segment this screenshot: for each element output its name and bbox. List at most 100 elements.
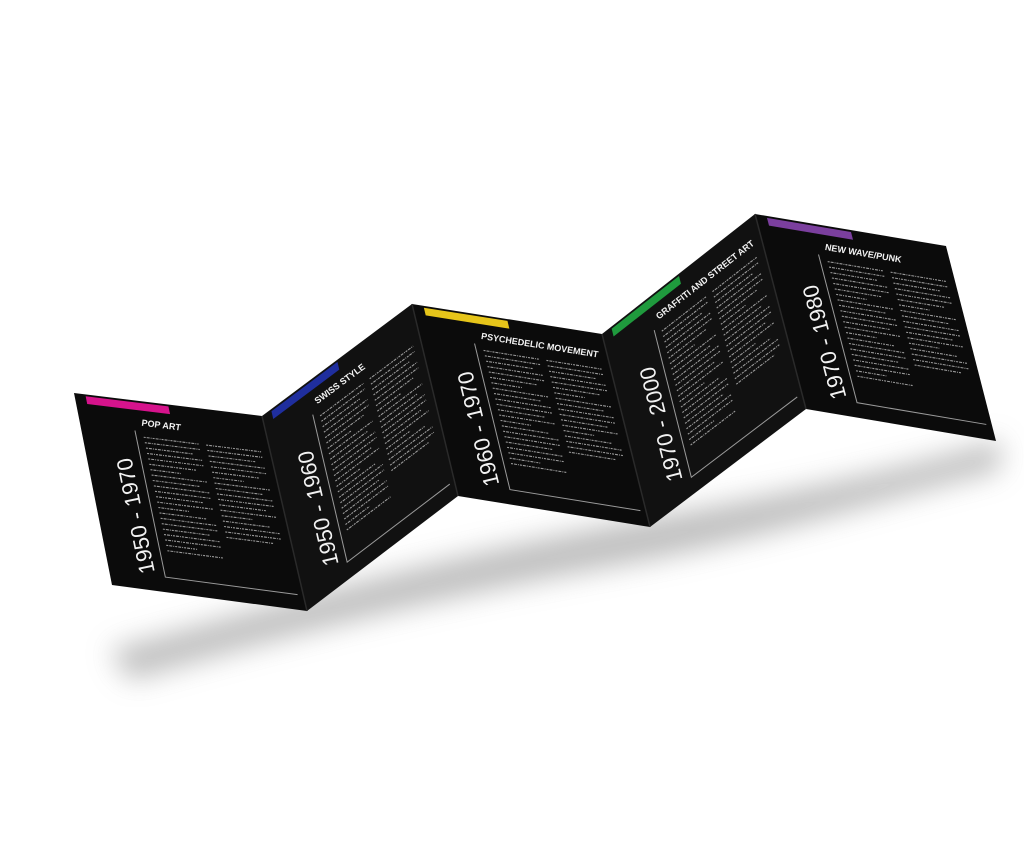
body-text-line [491, 382, 522, 389]
body-text-line [499, 414, 555, 425]
body-text-line [831, 277, 888, 288]
panel-body-text [483, 349, 624, 474]
body-text-line [827, 261, 884, 272]
body-text-line [675, 350, 721, 386]
body-text-line [720, 304, 746, 325]
body-text-line [558, 408, 614, 419]
body-text-line [903, 320, 959, 332]
accent-bar-yellow [423, 307, 510, 329]
panel-body-text [143, 436, 282, 559]
body-text-line [379, 393, 418, 423]
body-text-line [567, 446, 624, 457]
body-text-line [214, 482, 270, 491]
body-text-line [377, 392, 402, 412]
body-text-line [490, 376, 538, 386]
body-text-line [898, 304, 930, 311]
body-text-line [388, 426, 433, 461]
body-text-line [846, 332, 877, 339]
body-text-line [896, 293, 952, 304]
body-text-line [224, 525, 280, 535]
body-text-line [160, 517, 217, 527]
body-text-line [329, 431, 368, 460]
body-text-line [226, 536, 275, 545]
body-text-line [148, 458, 204, 467]
body-text-line [157, 501, 213, 510]
panel-body-text [661, 256, 781, 446]
body-text-line [554, 392, 585, 399]
body-text-line [717, 278, 764, 314]
body-text-line [671, 334, 717, 370]
body-text-line [326, 414, 364, 444]
body-text-line [834, 288, 882, 298]
body-text-line [221, 515, 253, 521]
body-text-line [371, 361, 410, 391]
body-text-line [154, 490, 211, 499]
body-text-line [683, 383, 730, 419]
body-text-line [560, 419, 609, 428]
body-text-line [373, 361, 418, 396]
body-text-line [483, 349, 539, 360]
frame-rule [474, 343, 641, 512]
body-text-line [206, 444, 262, 453]
body-text-line [319, 382, 364, 417]
body-text-line [496, 403, 553, 414]
body-text-line [484, 355, 541, 366]
panel-body-text [319, 345, 435, 531]
frame-rule [653, 330, 798, 479]
body-text-line [166, 544, 198, 550]
body-text-line [735, 354, 775, 385]
body-text-line [504, 436, 561, 447]
body-text-line [668, 328, 707, 359]
body-text-line [337, 463, 376, 493]
body-text-line [324, 404, 370, 439]
body-text-line [719, 289, 758, 320]
body-text-line [664, 312, 703, 343]
body-text-line [546, 359, 602, 370]
body-text-line [375, 377, 414, 407]
body-text-line [562, 424, 618, 435]
body-text-line [342, 480, 387, 515]
ground-shadow [110, 440, 1000, 680]
body-text-line [724, 305, 771, 342]
body-text-line [158, 506, 190, 512]
body-text-line [335, 447, 380, 482]
body-text-line [163, 533, 221, 543]
body-text-line [508, 452, 564, 463]
body-text-line [151, 474, 207, 483]
body-text-line [564, 435, 613, 445]
body-text-line [851, 353, 899, 363]
body-text-line [506, 446, 563, 457]
accent-bar-purple [766, 217, 854, 240]
body-text-line [673, 345, 720, 381]
body-text-line [733, 338, 779, 374]
body-text-line [911, 353, 968, 364]
body-text-line [346, 496, 391, 531]
body-text-line [501, 425, 550, 434]
body-text-line [728, 322, 775, 358]
body-text-line [680, 377, 720, 408]
body-text-line [914, 364, 962, 374]
body-text-line [497, 409, 546, 418]
body-text-line [340, 469, 385, 504]
body-text-line [837, 299, 893, 310]
body-text-line [713, 262, 759, 298]
body-text-line [721, 294, 768, 331]
body-text-line [165, 539, 222, 548]
body-text-line [156, 496, 204, 504]
body-text-line [550, 376, 606, 386]
body-text-line [893, 282, 941, 292]
body-text-line [723, 305, 763, 336]
body-text-line [500, 419, 532, 426]
body-text-line [661, 296, 707, 332]
body-text-line [383, 409, 422, 439]
body-text-line [341, 479, 380, 509]
body-text-line [153, 485, 210, 494]
body-text-line [727, 321, 767, 353]
panel-title: POP ART [141, 418, 182, 433]
body-text-line [209, 460, 265, 469]
body-text-line [225, 531, 282, 540]
body-text-line [328, 420, 373, 455]
body-text-line [672, 344, 712, 376]
body-text-line [906, 331, 954, 341]
body-text-line [566, 440, 622, 451]
